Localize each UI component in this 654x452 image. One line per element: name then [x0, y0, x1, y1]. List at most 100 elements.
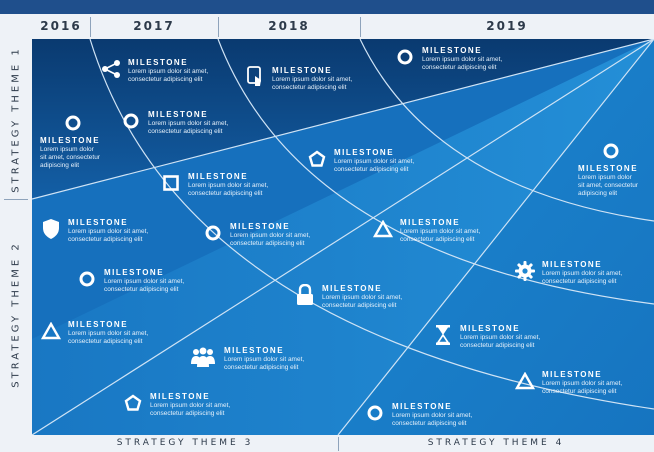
circle-icon	[394, 46, 416, 68]
milestone-desc: sit amet, consectetur	[40, 154, 100, 161]
divider	[32, 39, 654, 435]
milestone-desc: consectetur adipiscing elit	[460, 342, 535, 349]
divider	[360, 17, 361, 37]
milestone-desc: Lorem ipsum dolor sit amet,	[128, 68, 209, 75]
milestone-desc: consectetur adipiscing elit	[334, 166, 409, 173]
square-icon	[160, 172, 182, 194]
divider	[32, 39, 654, 200]
circle-icon	[202, 222, 224, 244]
milestone: MILESTONE Lorem ipsum dolor sit amet, co…	[40, 112, 110, 169]
circle-icon	[62, 112, 84, 134]
milestone-desc: Lorem ipsum dolor sit amet,	[224, 356, 305, 363]
tablet-touch-icon	[244, 66, 266, 88]
circle-icon	[120, 110, 142, 132]
milestone-title: MILESTONE	[128, 58, 189, 67]
milestone-title: MILESTONE	[400, 218, 461, 227]
milestone-desc: Lorem ipsum dolor sit amet,	[68, 228, 149, 235]
milestone-title: MILESTONE	[578, 164, 639, 173]
triangle-icon	[372, 218, 394, 240]
milestone-title: MILESTONE	[542, 260, 603, 269]
pentagon-icon	[122, 392, 144, 414]
bottom-theme-bar: STRATEGY THEME 3 STRATEGY THEME 4	[0, 435, 654, 452]
milestone-desc: Lorem ipsum dolor sit amet,	[322, 294, 403, 301]
milestone-desc: Lorem ipsum dolor sit amet,	[392, 412, 473, 419]
gear-icon	[514, 260, 536, 282]
milestone-desc: consectetur adipiscing elit	[188, 190, 263, 197]
divider	[338, 437, 339, 451]
milestone-desc: Lorem ipsum dolor sit amet,	[272, 76, 353, 83]
milestone-title: MILESTONE	[148, 110, 209, 119]
hourglass-icon	[432, 324, 454, 346]
lock-icon	[294, 284, 316, 306]
milestone-title: MILESTONE	[224, 346, 285, 355]
year-header: 2016 2017 2018 2019	[0, 14, 654, 39]
milestone-title: MILESTONE	[542, 370, 603, 379]
divider	[218, 17, 219, 37]
theme-sidebar: STRATEGY THEME 1 STRATEGY THEME 2	[0, 39, 32, 435]
milestone: MILESTONE Lorem ipsum dolor sit amet, co…	[578, 140, 648, 197]
milestone-title: MILESTONE	[188, 172, 249, 181]
roadmap-canvas	[32, 39, 654, 435]
milestone-desc: consectetur adipiscing elit	[68, 338, 143, 345]
circle-icon	[364, 402, 386, 424]
milestone-desc: Lorem ipsum dolor sit amet,	[422, 56, 503, 63]
milestone-desc: consectetur adipiscing elit	[230, 240, 305, 247]
milestone-title: MILESTONE	[392, 402, 453, 411]
divider	[90, 17, 91, 37]
year-label: 2018	[268, 19, 310, 33]
milestone-desc: consectetur adipiscing elit	[392, 420, 467, 427]
milestone-desc: Lorem ipsum dolor sit amet,	[68, 330, 149, 337]
milestone-desc: consectetur adipiscing elit	[68, 236, 143, 243]
milestone-title: MILESTONE	[68, 218, 129, 227]
milestone-desc: Lorem ipsum dolor sit amet,	[104, 278, 185, 285]
people-icon	[190, 346, 216, 368]
milestone-desc: Lorem ipsum dolor sit amet,	[400, 228, 481, 235]
triangle-icon	[40, 320, 62, 342]
milestone-title: MILESTONE	[230, 222, 291, 231]
milestone-desc: consectetur adipiscing elit	[422, 64, 497, 71]
theme-label-1: STRATEGY THEME 1	[10, 46, 22, 193]
milestone-desc: consectetur adipiscing elit	[128, 76, 203, 83]
share-icon	[100, 58, 122, 80]
year-arc	[217, 39, 654, 305]
year-arc	[359, 39, 654, 222]
milestone-desc: adipiscing elit	[578, 190, 618, 197]
milestone-desc: Lorem ipsum dolor sit amet,	[150, 402, 231, 409]
header-band	[0, 0, 654, 14]
milestone-title: MILESTONE	[334, 148, 395, 157]
milestone-desc: Lorem ipsum dolor sit amet,	[148, 120, 229, 127]
milestone-title: MILESTONE	[40, 136, 101, 145]
milestone-desc: consectetur adipiscing elit	[272, 84, 347, 91]
milestone-desc: Lorem ipsum dolor sit amet,	[230, 232, 311, 239]
circle-icon	[600, 140, 622, 162]
milestone-desc: consectetur adipiscing elit	[150, 410, 225, 417]
divider	[337, 39, 654, 435]
milestone-desc: Lorem ipsum dolor sit amet,	[188, 182, 269, 189]
milestone-desc: Lorem ipsum dolor sit amet,	[334, 158, 415, 165]
milestone-desc: consectetur adipiscing elit	[542, 278, 617, 285]
milestone-desc: adipiscing elit	[40, 162, 80, 169]
milestone-desc: consectetur adipiscing elit	[148, 128, 223, 135]
year-label: 2016	[40, 19, 82, 33]
milestone-desc: Lorem ipsum dolor	[40, 146, 94, 153]
divider	[4, 199, 28, 200]
year-label: 2019	[486, 19, 528, 33]
milestone-title: MILESTONE	[272, 66, 333, 75]
year-label: 2017	[133, 19, 175, 33]
milestone-title: MILESTONE	[422, 46, 483, 55]
shield-icon	[40, 218, 62, 240]
milestone-title: MILESTONE	[104, 268, 165, 277]
milestone-title: MILESTONE	[322, 284, 383, 293]
circle-icon	[76, 268, 98, 290]
milestone-desc: sit amet, consectetur	[578, 182, 638, 189]
milestone-desc: consectetur adipiscing elit	[104, 286, 179, 293]
milestone-desc: Lorem ipsum dolor sit amet,	[542, 270, 623, 277]
milestone-desc: consectetur adipiscing elit	[224, 364, 299, 371]
milestone-desc: consectetur adipiscing elit	[322, 302, 397, 309]
milestone-desc: consectetur adipiscing elit	[542, 388, 617, 395]
theme-label-2: STRATEGY THEME 2	[10, 241, 22, 388]
pentagon-icon	[306, 148, 328, 170]
milestone-title: MILESTONE	[460, 324, 521, 333]
theme-label-4: STRATEGY THEME 4	[427, 438, 565, 448]
